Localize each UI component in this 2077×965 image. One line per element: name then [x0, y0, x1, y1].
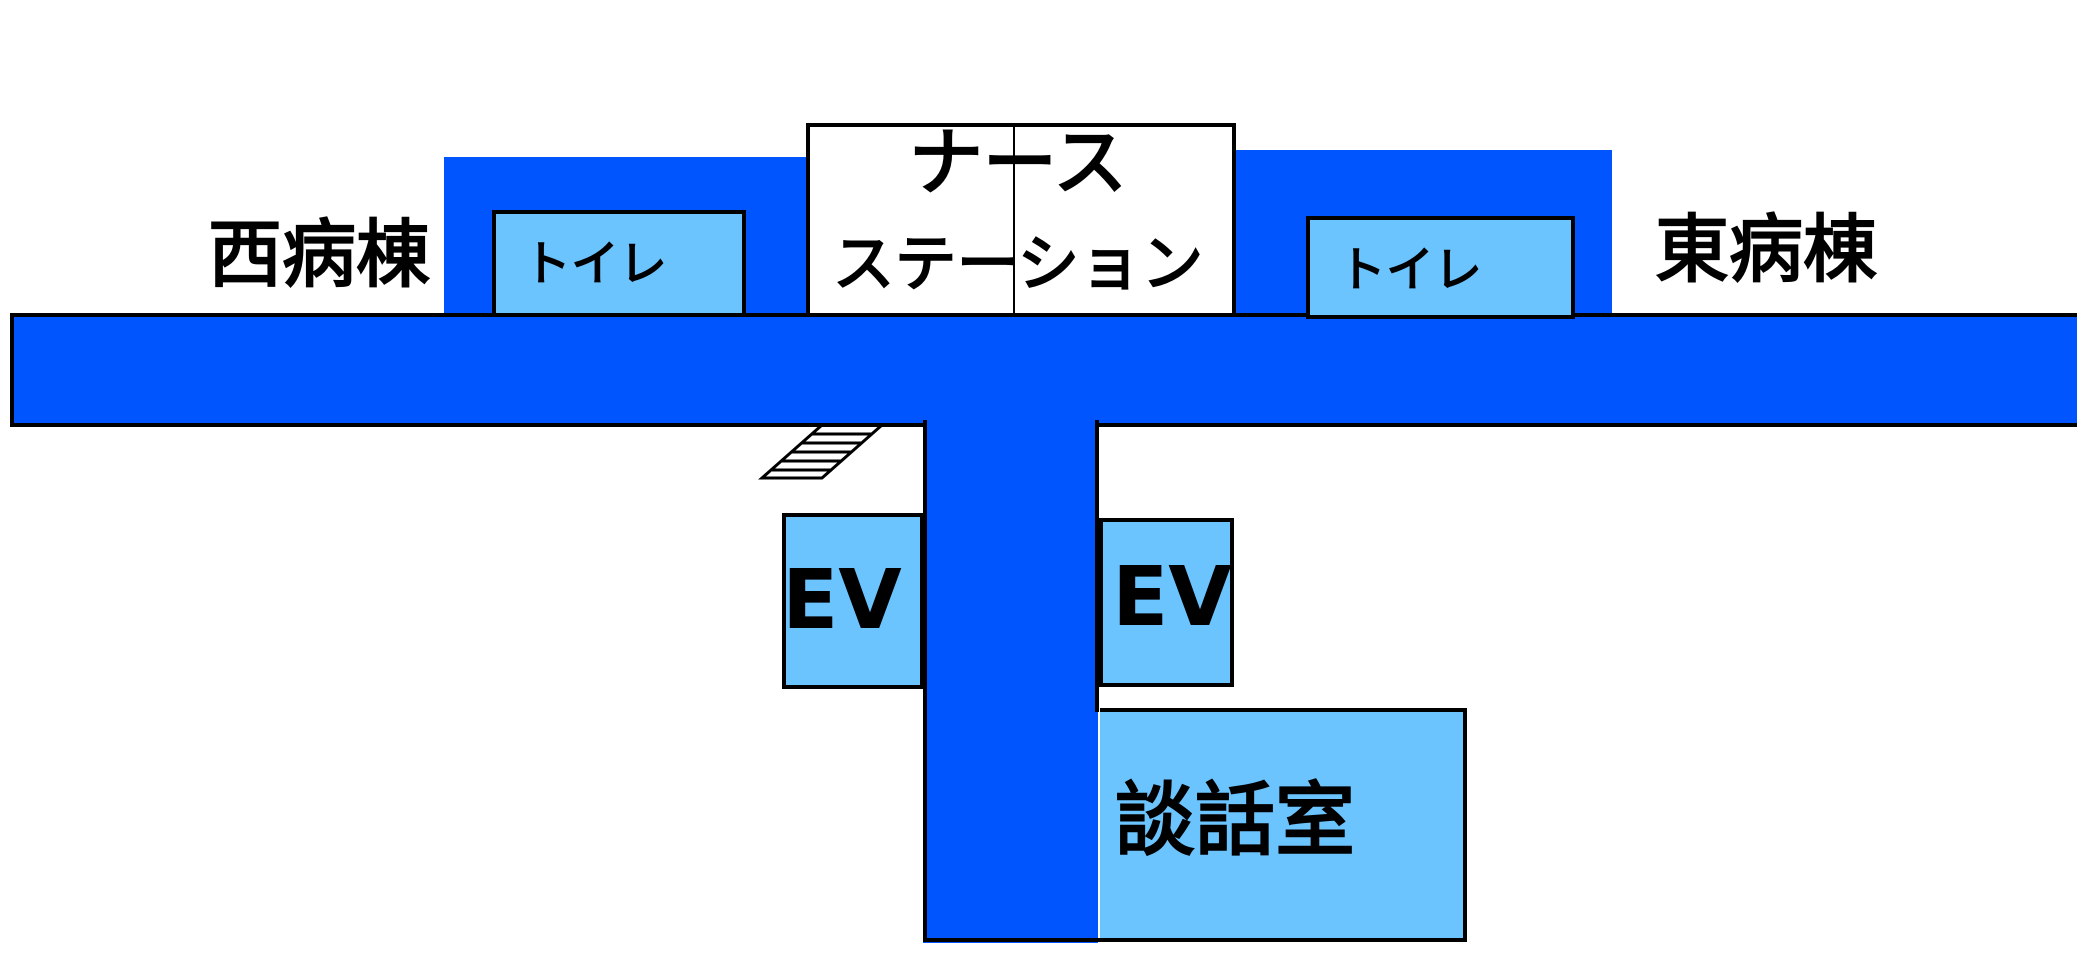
- west-ward-label: 西病棟: [208, 212, 431, 298]
- elevator-right-label: EV: [1112, 550, 1232, 645]
- elevator-right-room: [1099, 518, 1234, 687]
- elevator-left-label: EV: [782, 553, 902, 648]
- lounge-outline: [1100, 708, 1467, 942]
- toilet-west-label: トイレ: [523, 236, 667, 292]
- toilet-east-room: [1306, 216, 1575, 319]
- east-ward-label: 東病棟: [1655, 207, 1878, 293]
- toilet-west-room: [492, 210, 746, 317]
- vertical-corridor: [923, 418, 1098, 943]
- toilet-east-label: トイレ: [1338, 242, 1482, 298]
- nurse-station-box: [806, 123, 1236, 317]
- nurse-station-label-line1: ナース: [909, 120, 1127, 206]
- main-corridor: [10, 313, 2077, 427]
- lounge-room: [1100, 710, 1465, 940]
- nurse-station-label-line2: ステーション: [833, 227, 1204, 300]
- stairs-icon: [758, 423, 886, 480]
- lounge-label: 談話室: [1115, 774, 1355, 867]
- elevator-left-room: [782, 513, 924, 689]
